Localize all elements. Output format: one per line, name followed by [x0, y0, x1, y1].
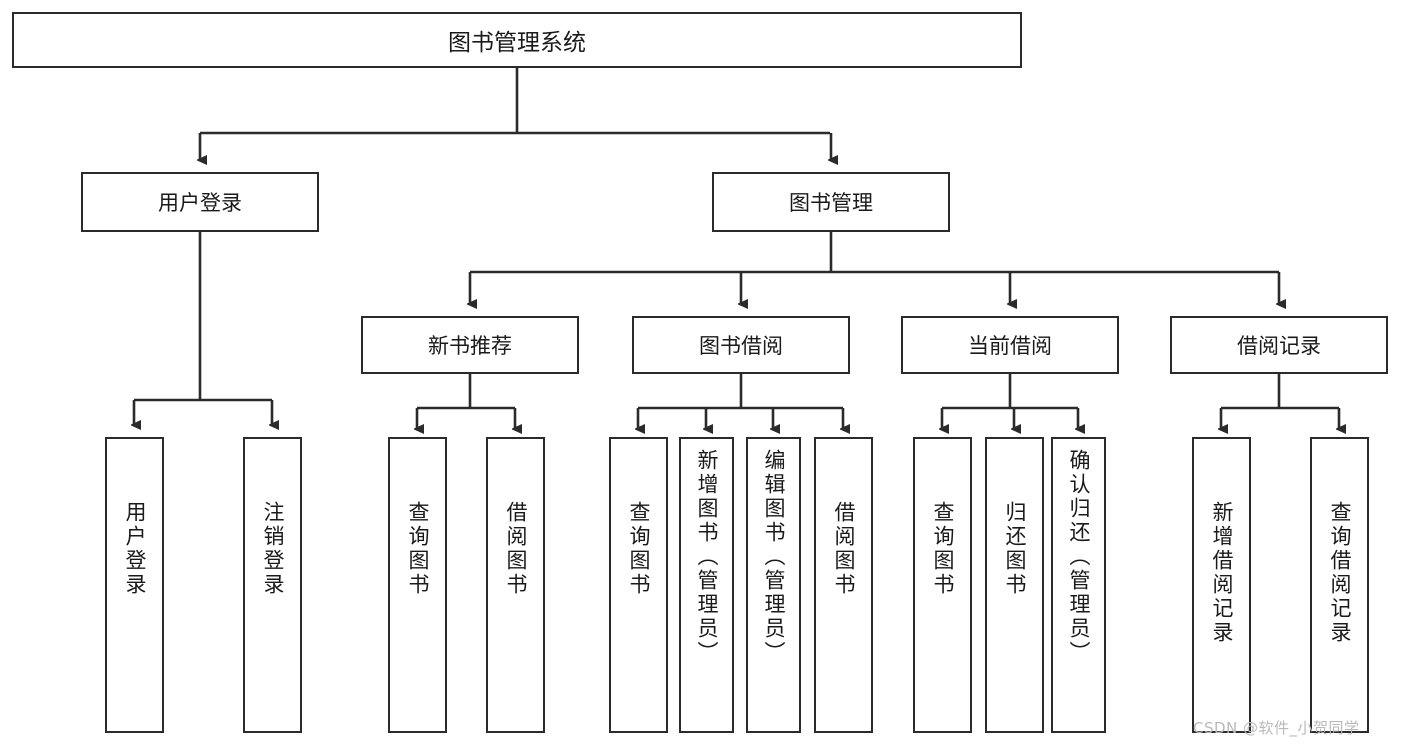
node-leaf-11[interactable]: 确认归还（管理员） — [1051, 437, 1106, 733]
watermark-text: CSDN @软件_小贺同学 — [1193, 719, 1360, 737]
node-level3-3[interactable]: 当前借阅 — [901, 316, 1119, 374]
node-label: 确认归还（管理员） — [1067, 449, 1091, 665]
node-label: 新书推荐 — [428, 334, 512, 358]
node-leaf-9[interactable]: 查询图书 — [913, 437, 972, 733]
node-label: 注销登录 — [261, 501, 285, 597]
node-leaf-10[interactable]: 归还图书 — [985, 437, 1044, 733]
node-label: 用户登录 — [123, 501, 147, 597]
node-leaf-5[interactable]: 查询图书 — [609, 437, 668, 733]
node-level3-2[interactable]: 图书借阅 — [632, 316, 850, 374]
node-label: 编辑图书（管理员） — [762, 449, 786, 665]
node-leaf-4[interactable]: 借阅图书 — [486, 437, 545, 733]
node-label: 用户登录 — [158, 191, 242, 215]
node-label: 图书管理系统 — [448, 30, 586, 56]
node-leaf-13[interactable]: 查询借阅记录 — [1310, 437, 1369, 733]
node-leaf-12[interactable]: 新增借阅记录 — [1192, 437, 1251, 733]
node-level2-2[interactable]: 图书管理 — [712, 172, 950, 232]
node-level2-1[interactable]: 用户登录 — [81, 172, 319, 232]
node-label: 图书借阅 — [699, 334, 783, 358]
node-label: 图书管理 — [789, 191, 873, 215]
node-label: 借阅图书 — [504, 501, 528, 597]
node-leaf-2[interactable]: 注销登录 — [243, 437, 302, 733]
node-root-system[interactable]: 图书管理系统 — [12, 12, 1022, 68]
node-label: 借阅记录 — [1237, 334, 1321, 358]
node-level3-4[interactable]: 借阅记录 — [1170, 316, 1388, 374]
node-label: 当前借阅 — [968, 334, 1052, 358]
node-leaf-6[interactable]: 新增图书（管理员） — [679, 437, 734, 733]
node-label: 借阅图书 — [832, 501, 856, 597]
node-label: 查询图书 — [931, 501, 955, 597]
node-leaf-3[interactable]: 查询图书 — [388, 437, 447, 733]
node-leaf-1[interactable]: 用户登录 — [105, 437, 164, 733]
node-label: 查询图书 — [406, 501, 430, 597]
node-leaf-8[interactable]: 借阅图书 — [814, 437, 873, 733]
node-leaf-7[interactable]: 编辑图书（管理员） — [746, 437, 801, 733]
node-level3-1[interactable]: 新书推荐 — [361, 316, 579, 374]
node-label: 查询图书 — [627, 501, 651, 597]
node-label: 归还图书 — [1003, 501, 1027, 597]
node-label: 新增图书（管理员） — [695, 449, 719, 665]
node-label: 新增借阅记录 — [1210, 501, 1234, 645]
node-label: 查询借阅记录 — [1328, 501, 1352, 645]
